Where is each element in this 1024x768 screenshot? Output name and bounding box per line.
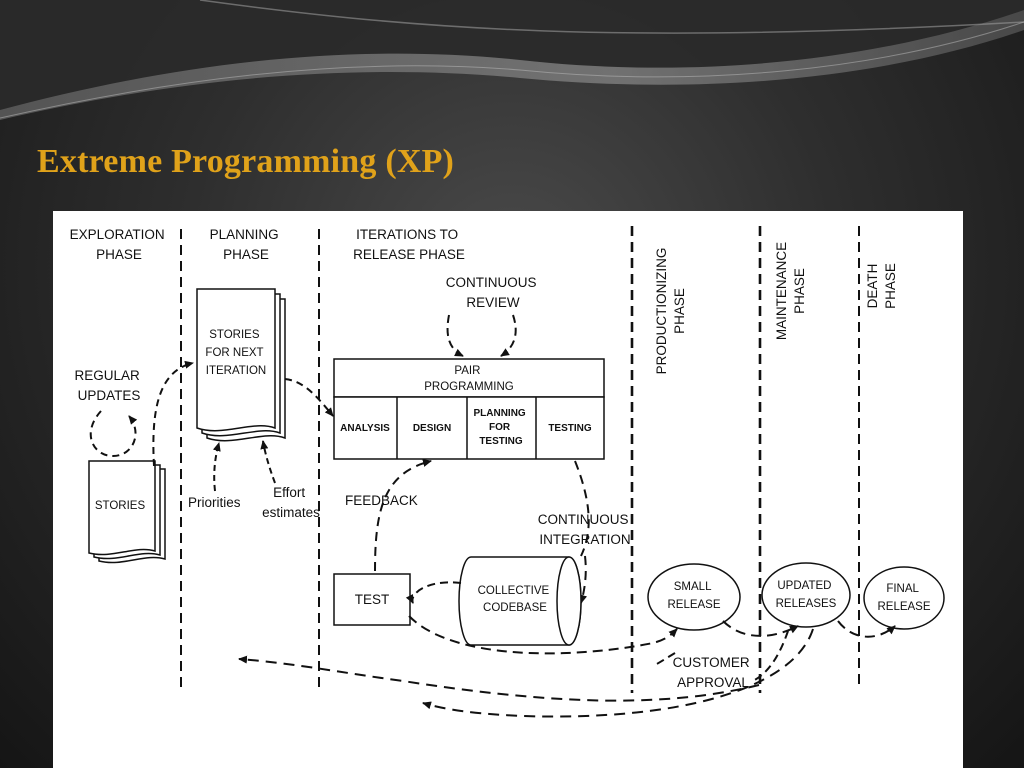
maintenance-loop-arrow	[422, 628, 814, 718]
stories-label: STORIES	[95, 500, 146, 512]
slide-title: Extreme Programming (XP)	[37, 143, 455, 180]
exploration-phase-label: EXPLORATION PHASE	[70, 227, 169, 262]
collective-codebase-label: COLLECTIVE CODEBASE	[478, 585, 553, 614]
updated-releases-label: UPDATED RELEASES	[776, 580, 837, 610]
feedback-arrow	[374, 459, 432, 572]
approval-to-small-release-arrow	[652, 652, 676, 667]
regular-updates-label: REGULAR UPDATES	[74, 368, 143, 403]
planning-phase-label: PLANNING PHASE	[210, 227, 283, 262]
long-feedback-arrow	[238, 655, 760, 702]
design-step: DESIGN	[413, 423, 451, 434]
small-release-node	[647, 563, 741, 631]
final-release-node	[863, 566, 945, 630]
priorities-label: Priorities	[188, 495, 241, 510]
stories-next-iteration-label: STORIES FOR NEXT ITERATION	[205, 329, 266, 377]
testing-step: TESTING	[548, 423, 592, 434]
continuous-review-loop-arrow-right	[500, 314, 517, 357]
integration-to-codebase-arrow	[579, 555, 588, 604]
priorities-arrow	[212, 442, 221, 492]
pair-programming-label: PAIR PROGRAMMING	[424, 365, 514, 393]
stories-to-planning-arrow	[152, 360, 194, 467]
continuous-review-loop-arrow	[446, 314, 464, 357]
stories-next-iteration-document-stack	[196, 288, 286, 442]
updated-releases-node	[761, 562, 851, 628]
xp-lifecycle-diagram: EXPLORATION PHASE PLANNING PHASE ITERATI…	[53, 211, 963, 768]
effort-estimates-arrow	[260, 440, 276, 484]
updated-release-approval-arrow	[752, 630, 789, 682]
iterations-phase-label: ITERATIONS TO RELEASE PHASE	[353, 227, 465, 262]
collective-codebase-cylinder	[458, 556, 582, 646]
test-label: TEST	[355, 592, 390, 607]
feedback-label: FEEDBACK	[345, 493, 418, 508]
customer-approval-label: CUSTOMER APPROVAL	[673, 655, 754, 690]
analysis-step: ANALYSIS	[340, 423, 390, 434]
small-to-updated-release-arrow	[722, 620, 799, 637]
continuous-integration-label: CONTINUOUS INTEGRATION	[538, 512, 633, 547]
stories-document-stack	[88, 460, 166, 564]
planning-for-testing-step: PLANNING FOR TESTING	[473, 408, 528, 447]
phase-separators	[180, 226, 860, 693]
background-swoosh	[0, 0, 1024, 120]
final-release-label: FINAL RELEASE	[877, 583, 930, 613]
regular-updates-loop-arrow	[89, 410, 138, 458]
codebase-to-test-arrow	[405, 581, 462, 604]
updated-to-final-release-arrow	[837, 620, 896, 638]
test-to-small-release-arrow	[408, 615, 678, 655]
continuous-review-label: CONTINUOUS REVIEW	[446, 275, 541, 310]
small-release-label: SMALL RELEASE	[667, 581, 720, 611]
planning-to-iteration-arrow	[284, 378, 334, 417]
effort-estimates-label: Effort estimates	[262, 485, 320, 520]
pair-programming-box	[333, 358, 605, 460]
test-box	[333, 573, 411, 626]
